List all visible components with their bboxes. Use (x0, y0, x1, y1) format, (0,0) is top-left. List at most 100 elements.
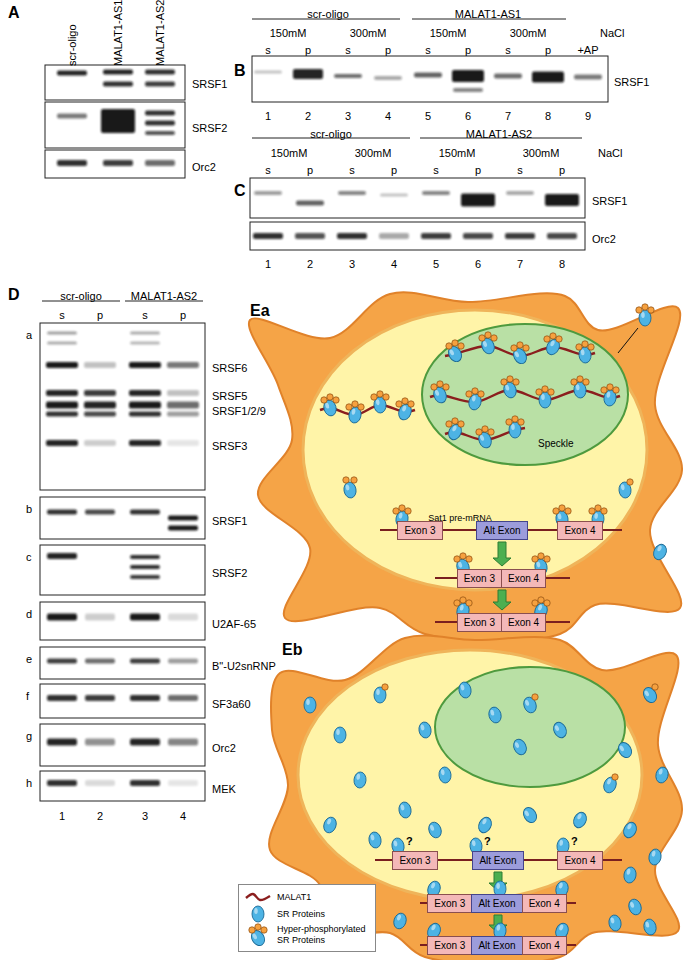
blot-band (85, 659, 115, 664)
blot-band (129, 412, 161, 417)
phosphate (472, 388, 478, 394)
exon-label: Exon 3 (434, 897, 465, 910)
alt-exon-box: Alt Exon (472, 851, 523, 870)
blot-label: 300mM (355, 147, 392, 160)
blot-label: s (265, 44, 271, 57)
sr-protein (374, 684, 388, 703)
sr-protein (544, 333, 562, 357)
phosphate (321, 397, 327, 403)
blot-label: 2 (97, 810, 103, 823)
panel-letter: Eb (282, 641, 302, 659)
phosphate (544, 336, 550, 342)
sr-protein (398, 801, 413, 819)
blot-label: 1 (265, 258, 271, 271)
sr-protein (506, 416, 524, 438)
question-mark: ? (406, 835, 413, 848)
blot-frame (40, 771, 205, 801)
phosphate (565, 508, 571, 514)
sr-protein (343, 477, 358, 499)
legend-text: MALAT1 (277, 892, 311, 903)
blot-band (130, 510, 160, 515)
blot-label: scr-oligo (307, 8, 349, 21)
blot-band (414, 73, 442, 78)
blot-label: MALAT1-AS1 (455, 8, 521, 21)
blot-label: e (26, 653, 32, 666)
exon-box: Exon 3 (457, 569, 502, 588)
exon-label: Exon 4 (529, 939, 560, 952)
phosphate (532, 556, 538, 562)
blot-label: Orc2 (212, 742, 236, 755)
blot-band (374, 76, 402, 80)
sr-protein (438, 767, 451, 784)
blot-band (130, 555, 160, 559)
sr-protein (252, 906, 264, 922)
exon-box: Exon 4 (557, 521, 602, 540)
blot-band (130, 780, 160, 786)
question-mark: ? (571, 835, 578, 848)
blot-band (253, 233, 283, 239)
exon-box: Exon 3 (397, 521, 442, 540)
blot-band (47, 342, 77, 345)
phosphate (612, 774, 618, 780)
phosphate (485, 332, 491, 338)
sr-protein (511, 737, 528, 756)
phosphate (482, 426, 488, 432)
exon-box: Exon 3 (457, 613, 502, 632)
blot-label: p (305, 44, 311, 57)
phosphate (478, 391, 484, 397)
speckle-label: Speckle (538, 438, 574, 449)
blot-label: SRSF1/2/9 (212, 405, 266, 418)
blot-band (130, 342, 160, 345)
sr-protein (648, 848, 663, 866)
cell: EaSpeckleExon 3 Alt Exon Exon 4 Exon 3 Exon … (230, 290, 684, 635)
sr-protein (396, 398, 414, 422)
blot-label: SRSF2 (192, 122, 227, 135)
blot-frame (252, 56, 608, 102)
alt-exon-box: Alt Exon (476, 521, 527, 540)
blot-band (130, 565, 160, 569)
blot-band (85, 780, 115, 786)
sr-protein (466, 388, 484, 411)
blot-band (47, 695, 77, 701)
exon-label: Exon 3 (399, 854, 430, 867)
sr-protein (602, 774, 619, 795)
exon-label: Alt Exon (478, 939, 515, 952)
blot-band (46, 402, 78, 409)
blot-band (84, 402, 116, 409)
blot-band (46, 440, 78, 446)
blot-label: SRSF6 (212, 362, 247, 375)
sr-protein (321, 394, 339, 418)
phosphate (405, 508, 411, 514)
blot-band (85, 614, 115, 621)
phosphate (371, 394, 377, 400)
sr-protein (651, 542, 669, 562)
blot-label: 1 (59, 810, 65, 823)
blot-label: p (559, 164, 565, 177)
panel-letter: Ea (250, 302, 270, 320)
blot-band (84, 412, 116, 417)
blot-frame (40, 724, 205, 766)
sr-protein (511, 342, 529, 366)
sr-protein (249, 924, 267, 948)
blot-label: 1 (265, 110, 271, 123)
phosphate (255, 924, 261, 930)
blot-band (103, 160, 133, 166)
phosphate (488, 429, 494, 435)
phosphate (327, 394, 333, 400)
blot-label: s (265, 164, 271, 177)
blot-label: SRSF5 (212, 390, 247, 403)
sr-protein (521, 805, 539, 825)
sr-protein (476, 426, 494, 450)
blot-band (574, 75, 602, 80)
blot-label: d (26, 608, 32, 621)
phosphate (544, 556, 550, 562)
legend-sample (243, 906, 273, 922)
blot-label: Orc2 (592, 233, 616, 246)
blot-label: s (505, 44, 511, 57)
phosphate (583, 379, 589, 385)
blot-band (47, 510, 77, 515)
blot-label: p (385, 44, 391, 57)
phosphate (377, 391, 383, 397)
sr-protein (642, 918, 658, 936)
phosphate (408, 401, 414, 407)
